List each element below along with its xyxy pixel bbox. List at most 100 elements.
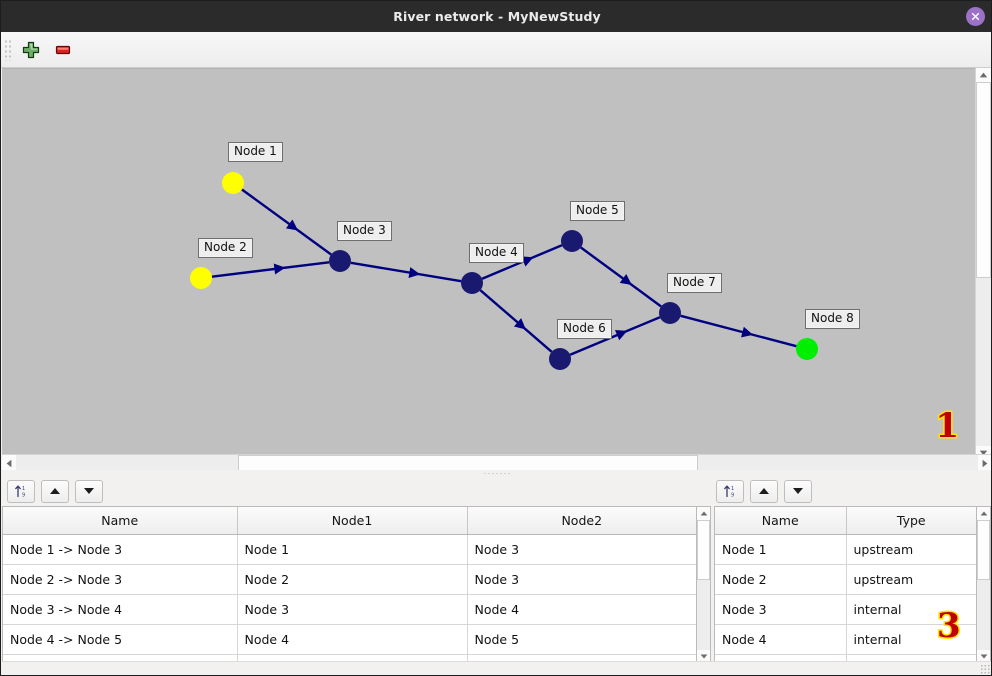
nodes-scroll-down-icon[interactable] (977, 650, 990, 663)
node-marker-node-7[interactable] (659, 302, 681, 324)
node-marker-node-5[interactable] (561, 230, 583, 252)
edge-line[interactable] (580, 246, 662, 308)
cell-node1[interactable]: Node 4 (237, 624, 468, 655)
cell-name[interactable]: Node 2 (715, 564, 847, 595)
cell-type[interactable]: upstream (846, 534, 976, 565)
reaches-move-down-button[interactable] (75, 479, 103, 503)
add-plus-icon[interactable] (18, 37, 44, 63)
svg-text:9: 9 (731, 493, 734, 499)
cell-node2[interactable]: Node 4 (467, 594, 696, 625)
column-header-name[interactable]: Name (715, 507, 847, 535)
edge-line[interactable] (211, 261, 330, 278)
table-empty-row[interactable] (3, 654, 696, 663)
cell-name[interactable]: Node 4 -> Node 5 (3, 624, 238, 655)
cell-name[interactable]: Node 2 -> Node 3 (3, 564, 238, 595)
node-label-node-1[interactable]: Node 1 (228, 142, 283, 162)
network-diagram[interactable]: Node 1 Node 2 Node 3 Node 4 Node 5 Node 6 Node… (2, 69, 977, 461)
nodes-move-down-button[interactable] (784, 479, 812, 503)
title-bar: River network - MyNewStudy (1, 1, 991, 32)
nodes-sort-button[interactable]: 1 9 (716, 479, 744, 503)
node-label-node-6[interactable]: Node 6 (557, 319, 612, 339)
column-header-type[interactable]: Type (846, 507, 976, 535)
edge-line[interactable] (350, 261, 462, 283)
svg-text:1: 1 (22, 486, 25, 492)
cell-type[interactable]: upstream (846, 564, 976, 595)
scroll-right-icon[interactable] (978, 455, 991, 471)
reaches-scroll-up-icon[interactable] (697, 507, 710, 520)
cell-node2[interactable]: Node 5 (467, 624, 696, 655)
close-icon[interactable] (966, 7, 985, 26)
node-marker-node-1[interactable] (222, 172, 244, 194)
edge-arrow-icon (619, 274, 632, 285)
edge-line[interactable] (479, 289, 553, 353)
pane-splitter[interactable] (2, 470, 991, 476)
edge-line[interactable] (680, 314, 797, 348)
scroll-up-icon[interactable] (976, 68, 991, 82)
nodes-scroll-thumb[interactable] (977, 520, 990, 580)
cell-name[interactable]: Node 3 (715, 594, 847, 625)
canvas-vertical-scrollbar[interactable] (975, 68, 991, 460)
node-label-node-5[interactable]: Node 5 (570, 201, 625, 221)
cell-type[interactable]: internal (846, 594, 976, 625)
reaches-scroll-thumb[interactable] (697, 520, 710, 580)
cell-type[interactable]: internal (846, 624, 976, 655)
canvas-vscroll-thumb[interactable] (976, 82, 991, 278)
node-label-node-7[interactable]: Node 7 (667, 273, 722, 293)
svg-text:1: 1 (731, 486, 734, 492)
resize-grip[interactable] (980, 664, 990, 674)
cell-name[interactable]: Node 4 (715, 624, 847, 655)
cell-node1[interactable]: Node 3 (237, 594, 468, 625)
column-header-node1[interactable]: Node1 (237, 507, 468, 535)
cell-name[interactable]: Node 3 -> Node 4 (3, 594, 238, 625)
reaches-move-up-button[interactable] (41, 479, 69, 503)
column-header-node2[interactable]: Node2 (467, 507, 696, 535)
node-marker-node-4[interactable] (461, 272, 483, 294)
network-canvas[interactable]: Node 1 Node 2 Node 3 Node 4 Node 5 Node 6 Node… (2, 68, 991, 476)
node-marker-node-8[interactable] (796, 338, 818, 360)
cell-node1[interactable]: Node 2 (237, 564, 468, 595)
empty-cell (846, 654, 976, 663)
reaches-table-scrollbar[interactable] (696, 506, 711, 664)
toolbar-grip[interactable] (4, 38, 12, 61)
cell-name[interactable]: Node 1 (715, 534, 847, 565)
node-label-node-4[interactable]: Node 4 (469, 243, 524, 263)
edge-line[interactable] (569, 316, 661, 356)
column-header-name[interactable]: Name (3, 507, 238, 535)
reaches-scroll-down-icon[interactable] (697, 650, 710, 663)
node-label-node-8[interactable]: Node 8 (805, 309, 860, 329)
delete-icon[interactable] (50, 37, 76, 63)
node-marker-node-2[interactable] (190, 267, 212, 289)
canvas-hscroll-thumb[interactable] (238, 455, 698, 471)
node-marker-node-3[interactable] (329, 250, 351, 272)
cell-node1[interactable]: Node 1 (237, 534, 468, 565)
status-bar (2, 661, 991, 675)
reaches-sort-button[interactable]: 1 9 (7, 479, 35, 503)
cell-node2[interactable]: Node 3 (467, 534, 696, 565)
edge-line[interactable] (241, 188, 332, 256)
node-marker-node-6[interactable] (549, 348, 571, 370)
nodes-scroll-up-icon[interactable] (977, 507, 990, 520)
canvas-horizontal-scrollbar[interactable] (2, 454, 991, 471)
table-empty-row[interactable] (715, 654, 976, 663)
scroll-left-icon[interactable] (2, 455, 16, 471)
cell-node2[interactable]: Node 3 (467, 564, 696, 595)
empty-cell (237, 654, 468, 663)
node-label-node-3[interactable]: Node 3 (337, 221, 392, 241)
svg-text:9: 9 (22, 493, 25, 499)
node-label-node-2[interactable]: Node 2 (198, 238, 253, 258)
cell-name[interactable]: Node 1 -> Node 3 (3, 534, 238, 565)
nodes-table-scrollbar[interactable] (976, 506, 991, 664)
nodes-move-up-button[interactable] (750, 479, 778, 503)
